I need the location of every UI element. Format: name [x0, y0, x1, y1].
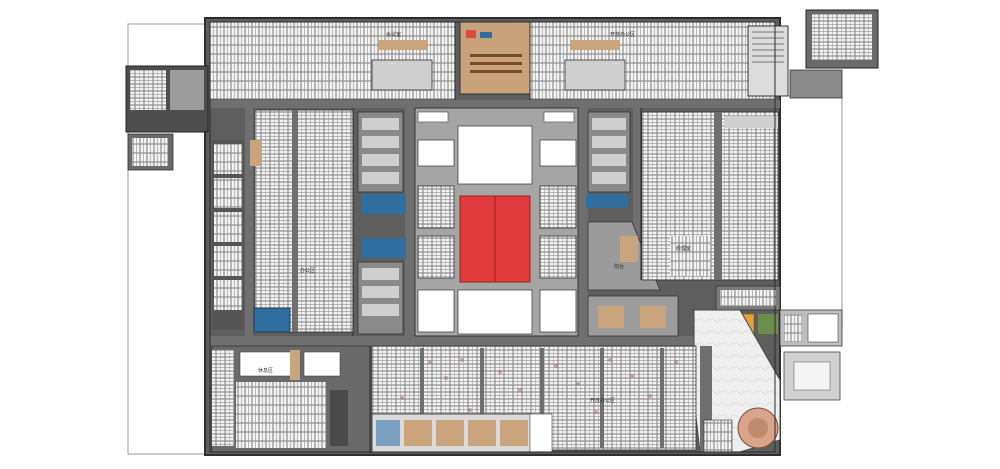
room-label-office: 办公区 — [300, 267, 315, 274]
northeast-stairs — [747, 9, 879, 99]
room-label-manager: 经理室 — [676, 245, 691, 252]
west-office-area — [212, 109, 354, 333]
stair-icon — [752, 31, 784, 63]
north-rooms — [209, 21, 776, 101]
west-annex — [125, 65, 209, 171]
room-label-open-office: 开放办公区 — [590, 397, 615, 404]
room-label-reception: 前台 — [614, 263, 624, 270]
room-label-meeting: 会议室 — [386, 31, 401, 38]
meeting-rooms-west — [357, 111, 406, 335]
southwest-office-area — [211, 345, 371, 453]
wall-lines — [209, 21, 776, 453]
corridors — [210, 100, 780, 346]
room-label-lounge: 休息区 — [258, 367, 273, 374]
south-office-area — [371, 345, 697, 453]
east-annex-outline — [779, 95, 843, 327]
east-office-area — [641, 111, 779, 281]
room-labels: 办公区 会议室 经理室 前台 开放办公区 休息区 开放办公区 — [258, 31, 691, 404]
reception-area — [587, 285, 843, 453]
central-atrium — [414, 107, 579, 337]
meeting-rooms-east — [586, 111, 661, 291]
southeast-rooms — [700, 346, 733, 453]
room-label-open-office-north: 开放办公区 — [610, 31, 635, 38]
